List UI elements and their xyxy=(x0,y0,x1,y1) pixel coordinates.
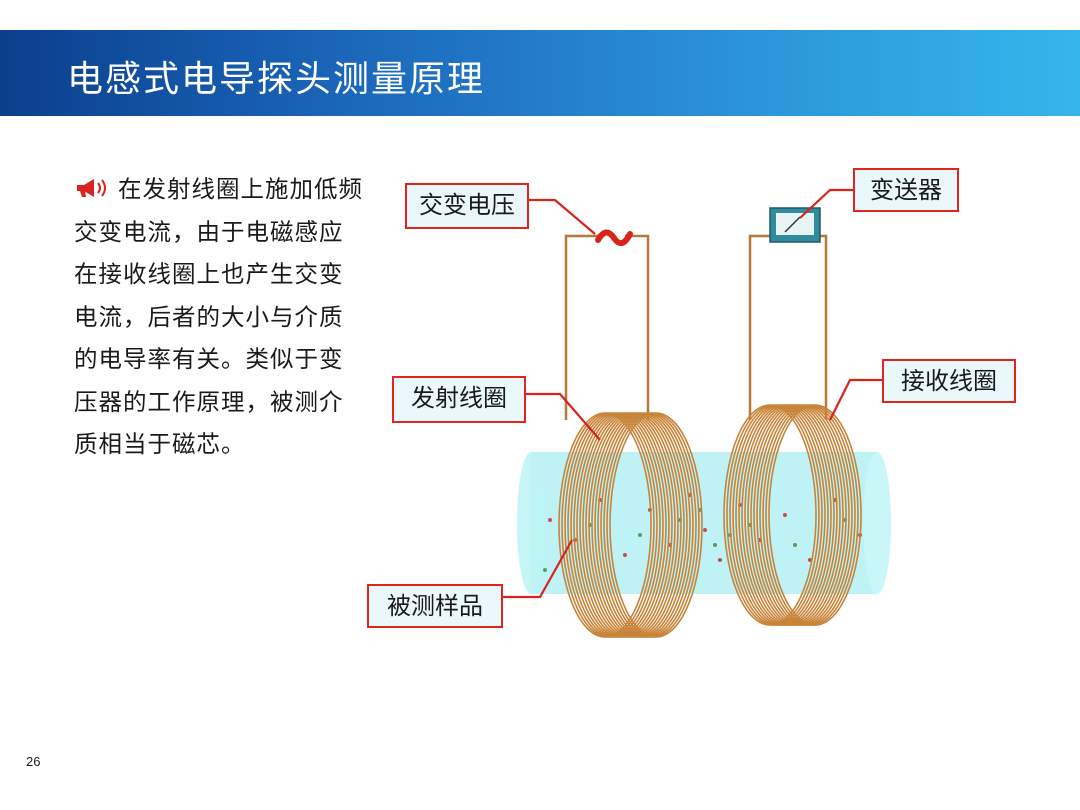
ac-voltage-label: 交变电压 xyxy=(405,183,529,229)
ac-source-icon xyxy=(595,229,633,247)
leader-lines xyxy=(503,188,882,599)
transmitter-label: 变送器 xyxy=(853,168,959,212)
body-text: 在发射线圈上施加低频交变电流，由于电磁感应在接收线圈上也产生交变电流，后者的大小… xyxy=(74,175,363,458)
slide-title: 电感式电导探头测量原理 xyxy=(67,59,486,100)
transmit-coil xyxy=(558,412,703,638)
body-paragraph: 在发射线圈上施加低频交变电流，由于电磁感应在接收线圈上也产生交变电流，后者的大小… xyxy=(74,168,364,466)
header-bar xyxy=(0,30,1080,116)
sample-label: 被测样品 xyxy=(367,584,503,628)
receive-coil xyxy=(723,404,862,626)
receive-coil-label: 接收线圈 xyxy=(882,359,1016,403)
transmit-coil-label: 发射线圈 xyxy=(392,376,526,423)
page-number: 26 xyxy=(26,754,41,769)
receive-wires xyxy=(748,234,828,420)
transmit-wires xyxy=(564,234,650,420)
meter-icon xyxy=(769,207,821,243)
speaker-icon xyxy=(74,170,118,197)
